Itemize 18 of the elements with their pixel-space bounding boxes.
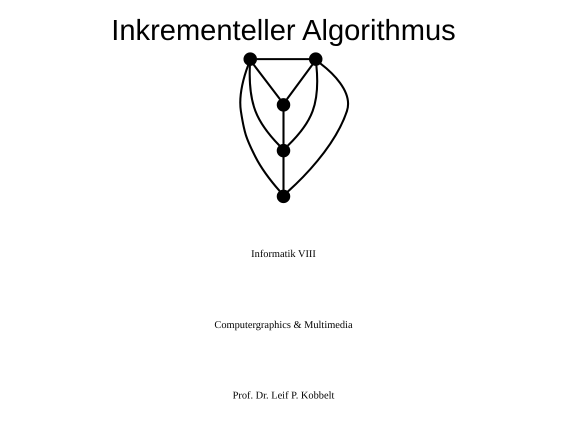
- connector: [282, 157, 284, 190]
- node-circle: [276, 190, 290, 204]
- connector: [256, 58, 309, 60]
- connector: [282, 111, 284, 144]
- connector: [286, 65, 318, 146]
- node-circle: [276, 98, 290, 112]
- connector: [252, 64, 280, 100]
- connector: [286, 62, 348, 192]
- node-circle: [276, 144, 290, 158]
- connector: [238, 64, 280, 192]
- label: Computergraphics & Multimedia: [214, 320, 352, 331]
- connector: [248, 65, 280, 146]
- node-circle: [242, 52, 256, 66]
- diagram-title: Inkrementeller Algorithmus: [110, 14, 456, 47]
- label: Informatik VIII: [250, 249, 316, 260]
- node-circle: [308, 52, 322, 66]
- label: Prof. Dr. Leif P. Kobbelt: [232, 390, 334, 402]
- connector: [286, 64, 313, 100]
